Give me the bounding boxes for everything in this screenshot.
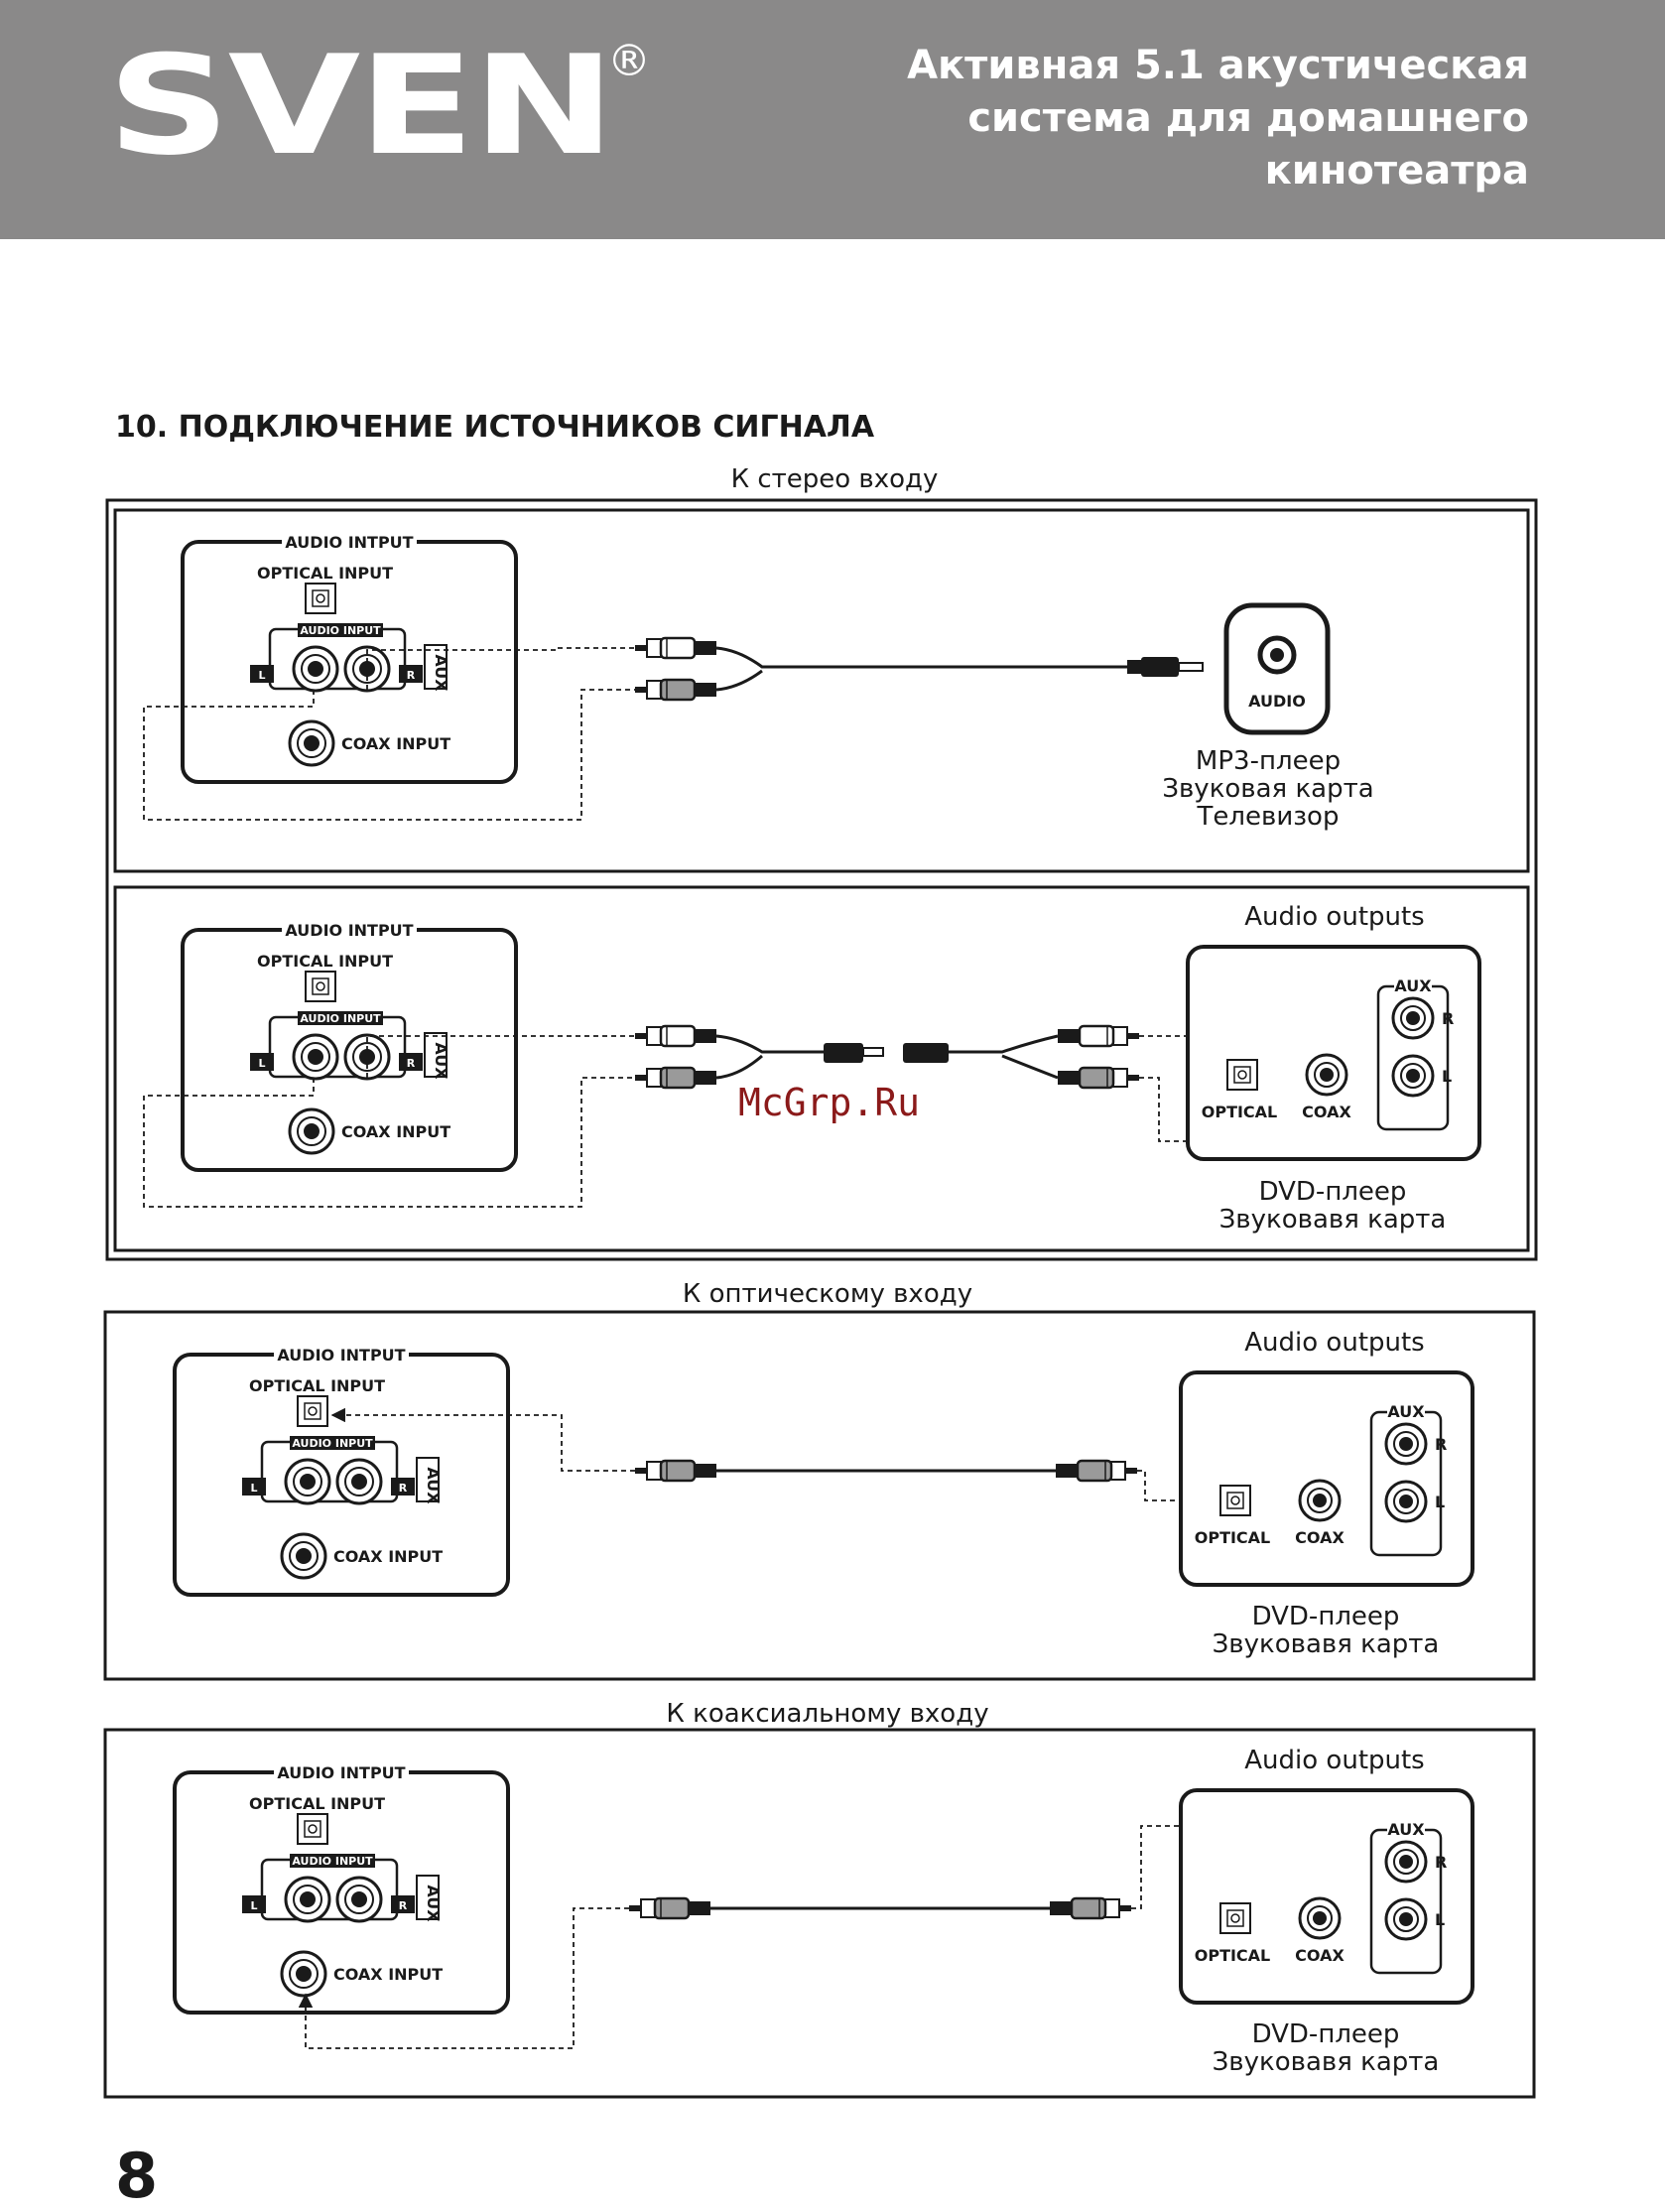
audio-intput-label: AUDIO INTPUT (277, 1346, 405, 1365)
aux-label: AUX (424, 1885, 443, 1922)
aux-label: AUX (1387, 1820, 1425, 1839)
stereo-caption: К стерео входу (731, 464, 939, 494)
optical-label: OPTICAL (1202, 1103, 1278, 1121)
l-label: L (1435, 1910, 1445, 1929)
aux-label: AUX (432, 654, 450, 692)
coax-label: COAX (1295, 1528, 1345, 1547)
section-title: 10. ПОДКЛЮЧЕНИЕ ИСТОЧНИКОВ СИГНАЛА (115, 410, 875, 445)
dvd-panel-3: AUX R L OPTICAL COAX (1179, 1788, 1474, 2005)
coaxial-frame (103, 1728, 1536, 2099)
product-title-line: Активная 5.1 акустическая (907, 43, 1529, 88)
coax-input-label: COAX INPUT (333, 1547, 443, 1566)
stereo-outer-frame (105, 498, 1538, 1261)
right-label: R (399, 1899, 408, 1912)
r-label: R (1442, 1009, 1454, 1028)
audio-outputs-label: Audio outputs (1244, 1746, 1424, 1775)
optical-caption: К оптическому входу (683, 1279, 972, 1309)
left-label: L (250, 1899, 257, 1912)
l-label: L (1442, 1067, 1452, 1086)
dvd-panel-2: AUX R L OPTICAL COAX (1179, 1370, 1474, 1587)
optical-label: OPTICAL (1195, 1528, 1271, 1547)
coax-input-label: COAX INPUT (341, 734, 450, 753)
right-label: R (407, 1057, 416, 1070)
amp-panel-1: AUDIO INTPUT OPTICAL INPUT AUDIO INPUT L… (181, 528, 518, 784)
audio-outputs-label: Audio outputs (1244, 902, 1424, 932)
left-label: L (258, 1057, 265, 1070)
r-label: R (1435, 1853, 1447, 1872)
aux-label: AUX (432, 1042, 450, 1080)
audio-input-badge: AUDIO INPUT (292, 1437, 373, 1450)
optical-input-label: OPTICAL INPUT (249, 1794, 385, 1813)
r-label: R (1435, 1435, 1447, 1454)
amp-panel-3: AUDIO INTPUT OPTICAL INPUT AUDIO INPUT L… (173, 1341, 510, 1597)
mp3-line: Телевизор (1197, 802, 1340, 832)
mp3-line: MP3-плеер (1196, 746, 1341, 776)
header-bar: SVEN ® Активная 5.1 акустическая система… (0, 0, 1665, 239)
coax-label: COAX (1295, 1946, 1345, 1965)
amp-panel-4: AUDIO INTPUT OPTICAL INPUT AUDIO INPUT L… (173, 1758, 510, 2015)
registered-mark: ® (607, 36, 651, 86)
product-title: Активная 5.1 акустическая система для до… (907, 40, 1529, 197)
right-label: R (407, 669, 416, 682)
coax-input-label: COAX INPUT (333, 1965, 443, 1984)
left-label: L (250, 1482, 257, 1495)
optical-frame (103, 1310, 1536, 1681)
dvd-line: Звуковавя карта (1213, 1629, 1440, 1659)
dvd-line: DVD-плеер (1252, 1602, 1400, 1631)
stereo-frame-2 (113, 885, 1530, 1252)
audio-input-badge: AUDIO INPUT (300, 624, 381, 637)
product-title-line: кинотеатра (1264, 148, 1529, 194)
left-label: L (258, 669, 265, 682)
audio-outputs-label: Audio outputs (1244, 1328, 1424, 1358)
mp3-line: Звуковая карта (1162, 774, 1373, 804)
dvd-line: Звуковавя карта (1213, 2047, 1440, 2077)
coax-label: COAX (1302, 1103, 1351, 1121)
aux-label: AUX (424, 1467, 443, 1504)
dvd-panel-1: AUX R L OPTICAL COAX (1186, 945, 1481, 1161)
dvd-line: DVD-плеер (1259, 1177, 1407, 1207)
dvd-line: DVD-плеер (1252, 2019, 1400, 2049)
audio-intput-label: AUDIO INTPUT (285, 533, 413, 552)
optical-label: OPTICAL (1195, 1946, 1271, 1965)
audio-input-badge: AUDIO INPUT (292, 1855, 373, 1868)
audio-intput-label: AUDIO INTPUT (285, 921, 413, 940)
page-number: 8 (115, 2140, 159, 2212)
coaxial-caption: К коаксиальному входу (666, 1699, 988, 1729)
watermark: McGrp.Ru (738, 1081, 920, 1124)
amp-panel-2: AUDIO INTPUT OPTICAL INPUT AUDIO INPUT L… (181, 916, 518, 1172)
stereo-frame-1 (113, 508, 1530, 873)
optical-input-label: OPTICAL INPUT (257, 564, 393, 583)
product-title-line: система для домашнего (967, 95, 1529, 141)
dvd-line: Звуковавя карта (1219, 1205, 1447, 1235)
l-label: L (1435, 1493, 1445, 1511)
brand-logo: SVEN (107, 26, 615, 186)
optical-input-label: OPTICAL INPUT (257, 952, 393, 971)
right-label: R (399, 1482, 408, 1495)
audio-jack-label: AUDIO (1248, 692, 1306, 711)
aux-label: AUX (1394, 976, 1432, 995)
optical-input-label: OPTICAL INPUT (249, 1376, 385, 1395)
audio-input-badge: AUDIO INPUT (300, 1012, 381, 1025)
aux-label: AUX (1387, 1402, 1425, 1421)
audio-intput-label: AUDIO INTPUT (277, 1763, 405, 1782)
coax-input-label: COAX INPUT (341, 1122, 450, 1141)
